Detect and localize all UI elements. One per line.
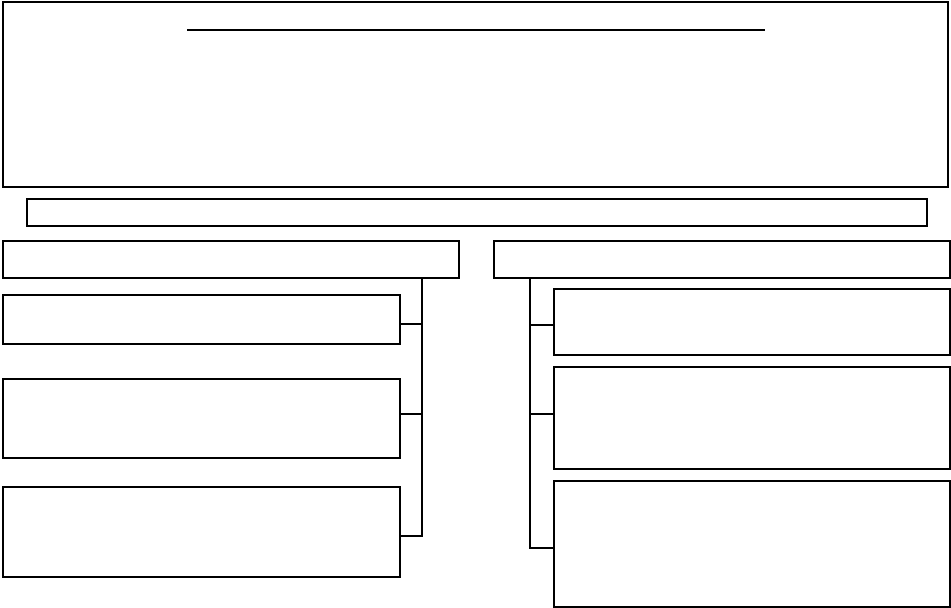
right-connector-1	[529, 324, 555, 326]
left-branch-header	[2, 240, 460, 279]
right-branch-header	[493, 240, 951, 279]
right-item-box-1	[553, 288, 951, 356]
right-item-box-2	[553, 366, 951, 470]
left-trunk-line	[421, 279, 423, 537]
left-connector-3	[399, 535, 423, 537]
banner-box	[26, 198, 928, 227]
left-item-box-1	[2, 294, 401, 345]
header-box	[2, 1, 949, 188]
right-connector-2	[529, 413, 555, 415]
left-connector-1	[399, 323, 423, 325]
left-connector-2	[399, 413, 423, 415]
right-item-box-3	[553, 480, 951, 608]
right-connector-3	[529, 547, 555, 549]
header-title	[187, 8, 765, 26]
left-item-box-3	[2, 486, 401, 578]
title-rule	[187, 29, 765, 31]
header-body	[20, 45, 930, 175]
left-item-box-2	[2, 378, 401, 459]
